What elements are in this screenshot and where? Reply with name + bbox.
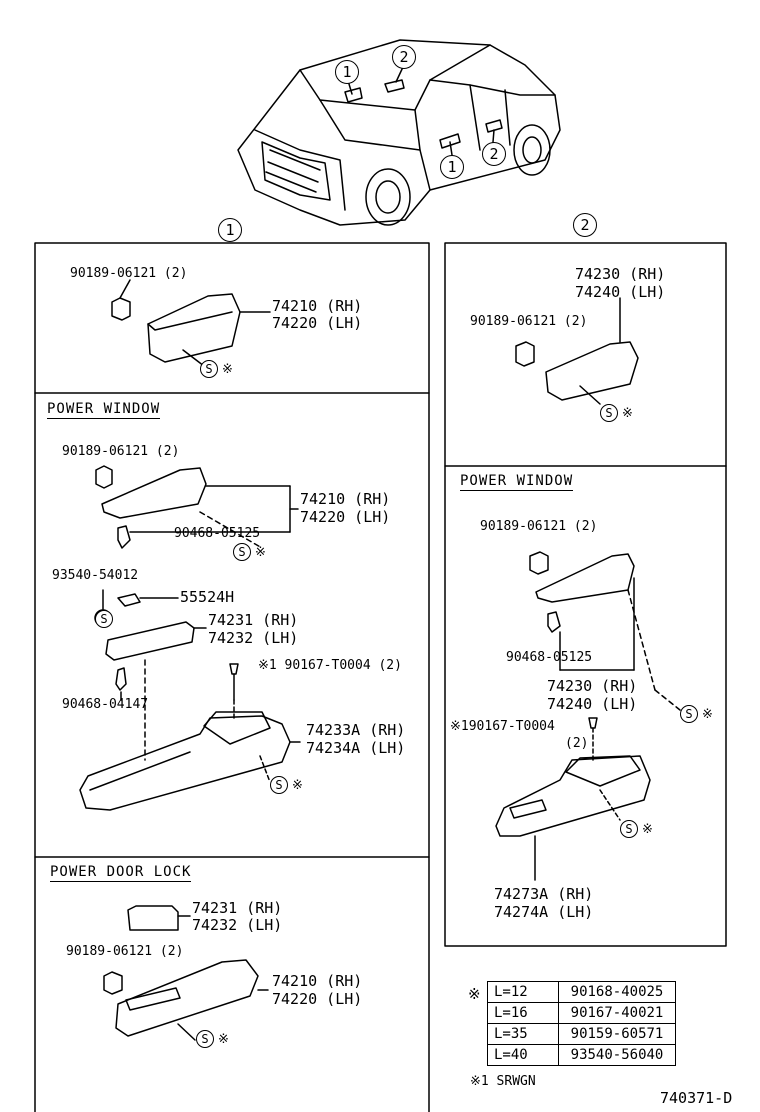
panel2-top-part-rh: 74230 (RH): [575, 265, 666, 283]
table-cell-length: L=12: [487, 981, 559, 1003]
callout-1-icon: 1: [335, 60, 359, 84]
panel1-dl-bolt-label: 90189-06121 (2): [66, 944, 184, 959]
s-mark-icon: S: [600, 404, 618, 422]
panel1-pw-screw-label: 93540-54012: [52, 568, 139, 583]
panel1-pw-switch-lh: 74232 (LH): [208, 629, 299, 647]
panel2-pw-screw-qty: (2): [565, 736, 589, 751]
panel1-power-window-heading: POWER WINDOW: [47, 401, 161, 419]
panel1-dl-part-rh: 74210 (RH): [272, 972, 363, 990]
note-mark-icon: ※: [702, 707, 713, 722]
panel1-top-part-lh: 74220 (LH): [272, 314, 363, 332]
s-mark-icon: S: [233, 543, 251, 561]
table-cell-part: 90167-40021: [558, 1002, 676, 1024]
panel1-top-part-rh: 74210 (RH): [272, 297, 363, 315]
diagram-id: 740371-D: [660, 1089, 733, 1107]
note-mark-icon: ※: [642, 822, 653, 837]
panel-2-callout-icon: 2: [573, 213, 597, 237]
panel1-pw-part-lh: 74220 (LH): [300, 508, 391, 526]
s-mark-icon: S: [680, 705, 698, 723]
s-mark-icon: S: [196, 1030, 214, 1048]
note-mark-icon: ※: [218, 1032, 229, 1047]
panel-2-frame: [444, 242, 727, 947]
callout-2-icon: 2: [392, 45, 416, 69]
panel2-pw-part-lh: 74240 (LH): [547, 695, 638, 713]
note-mark-icon: ※: [622, 406, 633, 421]
panel2-pw-part-rh: 74230 (RH): [547, 677, 638, 695]
panel1-dl-switch-rh: 74231 (RH): [192, 899, 283, 917]
panel1-pw-cover-label: 55524H: [180, 588, 235, 606]
s-mark-icon: S: [620, 820, 638, 838]
panel2-pw-screw-label: ※190167-T0004: [450, 719, 555, 734]
panel-1-frame: [34, 242, 430, 1112]
panel2-power-window-heading: POWER WINDOW: [460, 473, 574, 491]
table-cell-part: 90168-40025: [558, 981, 676, 1003]
callout-2-icon: 2: [482, 142, 506, 166]
screw-spec-table: L=12 90168-40025 L=16 90167-40021 L=35 9…: [487, 981, 676, 1066]
table-row: L=12 90168-40025: [487, 981, 676, 1003]
table-cell-length: L=40: [487, 1044, 559, 1066]
panel1-dl-switch-lh: 74232 (LH): [192, 916, 283, 934]
panel-1-callout-icon: 1: [218, 218, 242, 242]
table-row: L=40 93540-56040: [487, 1044, 676, 1066]
note-mark-icon: ※: [292, 778, 303, 793]
panel2-top-drawing: [515, 297, 639, 405]
panel2-pw-bolt-label: 90189-06121 (2): [480, 519, 598, 534]
panel1-top-bolt-label: 90189-06121 (2): [70, 266, 188, 281]
spec-footnote: ※1 SRWGN: [470, 1074, 536, 1089]
note-mark-icon: ※: [222, 362, 233, 377]
table-row: L=16 90167-40021: [487, 1002, 676, 1024]
panel1-pw-clip-label: 90468-05125: [174, 526, 261, 541]
s-mark-icon: S: [95, 610, 113, 628]
panel1-pw-part-rh: 74210 (RH): [300, 490, 391, 508]
panel1-door-lock-heading: POWER DOOR LOCK: [50, 864, 192, 882]
panel1-pw-base-lh: 74234A (LH): [306, 739, 406, 757]
panel1-pw-base-rh: 74233A (RH): [306, 721, 406, 739]
panel1-door-lock-drawing: [103, 905, 269, 1041]
panel2-pw-base-lh: 74274A (LH): [494, 903, 594, 921]
table-row: L=35 90159-60571: [487, 1023, 676, 1045]
panel2-power-window-drawing: [495, 551, 681, 881]
panel1-pw-switch-rh: 74231 (RH): [208, 611, 299, 629]
panel1-dl-part-lh: 74220 (LH): [272, 990, 363, 1008]
note-mark-icon: ※: [468, 985, 481, 1003]
panel1-pw-clip2-label: 90468-04147: [62, 697, 149, 712]
panel2-top-part-lh: 74240 (LH): [575, 283, 666, 301]
table-cell-part: 90159-60571: [558, 1023, 676, 1045]
callout-1-icon: 1: [440, 155, 464, 179]
panel1-pw-bolt-label: 90189-06121 (2): [62, 444, 180, 459]
s-mark-icon: S: [200, 360, 218, 378]
table-cell-part: 93540-56040: [558, 1044, 676, 1066]
panel2-pw-clip-label: 90468-05125: [506, 650, 593, 665]
table-cell-length: L=16: [487, 1002, 559, 1024]
panel1-pw-screw2-label: ※1 90167-T0004 (2): [258, 658, 402, 673]
truck-illustration: [237, 39, 561, 226]
panel2-pw-base-rh: 74273A (RH): [494, 885, 594, 903]
panel2-top-bolt-label: 90189-06121 (2): [470, 314, 588, 329]
note-mark-icon: ※: [255, 545, 266, 560]
panel1-power-window-drawing: [79, 465, 301, 811]
panel1-top-drawing: [111, 279, 271, 367]
s-mark-icon: S: [270, 776, 288, 794]
table-cell-length: L=35: [487, 1023, 559, 1045]
